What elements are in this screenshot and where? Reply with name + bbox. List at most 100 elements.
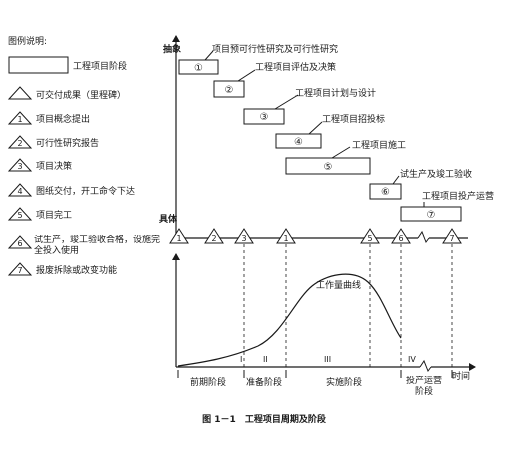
legend-item-text: 试生产，竣工验收合格，设施完全投入使用	[34, 235, 160, 256]
phase-leader	[331, 146, 351, 159]
phase-5: ⑤ 工程项目施工	[285, 139, 406, 175]
phase-label: 工程项目投产运营	[422, 190, 494, 202]
phase-box	[243, 108, 285, 125]
phase-leader	[274, 94, 299, 110]
legend-item-box: 工程项目阶段	[8, 56, 127, 74]
workload-curve-label: 工作量曲线	[316, 279, 361, 291]
break-mark	[419, 359, 432, 373]
phase-4: ④ 工程项目招投标	[275, 113, 385, 149]
legend-item-4: 4 图纸交付，开工命令下达	[7, 183, 135, 197]
period-label-early: 前期阶段	[190, 376, 226, 388]
legend: 图例说明: 工程项目阶段 可交付成果（里程碑） 1 项目概念提出 2 可行性研究…	[7, 35, 160, 276]
phase-1: ① 项目预可行性研究及可行性研究	[178, 43, 338, 75]
legend-symbol: 4	[18, 187, 23, 196]
period-label-operation-wrap: 投产运营阶段	[405, 376, 442, 397]
phase-leader	[308, 121, 323, 135]
phase-label: 工程项目招投标	[322, 113, 385, 125]
legend-item-text-wrap: 试生产，竣工验收合格，设施完全投入使用	[34, 235, 160, 256]
phase-box	[369, 183, 402, 200]
figure-caption: 图 1－1 工程项目周期及阶段	[202, 413, 327, 425]
axis-label-abstract-1: 抽象	[163, 43, 181, 55]
phase-3: ③ 工程项目计划与设计	[243, 87, 376, 125]
legend-item-2: 2 可行性研究报告	[7, 135, 99, 149]
milestone-triangle-icon	[7, 111, 33, 125]
milestone-number: 1	[284, 234, 289, 243]
milestone-3: 3	[234, 228, 254, 244]
phase-box	[285, 157, 371, 175]
phase-label: 工程项目计划与设计	[295, 87, 376, 99]
phase-6: ⑥ 试生产及竣工验收	[369, 168, 472, 200]
phase-box	[213, 80, 245, 98]
milestone-5: 5	[360, 228, 380, 244]
axis-label-concrete: 具体	[158, 213, 178, 225]
milestone-2: 2	[204, 228, 224, 244]
phase-box	[178, 59, 219, 75]
period-numeral: III	[324, 355, 331, 364]
phase-number: ⑦	[427, 210, 436, 221]
legend-item-6: 6 试生产，竣工验收合格，设施完全投入使用	[7, 235, 160, 256]
phase-number: ②	[225, 85, 234, 96]
legend-item-text: 可行性研究报告	[36, 137, 99, 149]
period-label-implementation: 实施阶段	[326, 376, 362, 388]
legend-item-1: 1 项目概念提出	[7, 111, 90, 125]
legend-symbol: 6	[18, 239, 23, 248]
milestone-triangle-icon	[7, 183, 33, 197]
period-label-operation: 投产运营阶段	[405, 376, 442, 397]
legend-item-7: 7 报废拆除或改变功能	[7, 262, 117, 276]
legend-item-5: 5 项目完工	[7, 207, 72, 221]
milestone-1a: 1	[169, 228, 189, 244]
phase-number: ④	[294, 137, 303, 148]
legend-item-text: 报废拆除或改变功能	[36, 264, 117, 276]
phase-box-icon	[8, 56, 69, 74]
legend-symbol: 5	[18, 211, 23, 220]
phase-7: ⑦ 工程项目投产运营	[400, 190, 494, 222]
legend-symbol: 7	[18, 266, 23, 275]
milestone-triangle-icon	[7, 158, 33, 172]
milestone-number: 5	[368, 234, 373, 243]
period-label-preparation: 准备阶段	[246, 376, 282, 388]
phase-leader	[204, 50, 214, 61]
legend-item-text: 可交付成果（里程碑）	[36, 89, 126, 101]
workload-curve	[177, 273, 402, 367]
legend-symbol: 2	[18, 139, 23, 148]
phase-2: ② 工程项目评估及决策	[213, 61, 336, 98]
milestone-number: 1	[177, 234, 182, 243]
milestones: 1 2 3 1 5 6 7	[169, 228, 462, 367]
milestone-1b: 1	[276, 228, 296, 244]
milestone-number: 2	[212, 234, 217, 243]
milestone-triangle-icon	[7, 235, 33, 249]
legend-symbol: 3	[18, 162, 23, 171]
time-axis-label: 时间	[452, 370, 470, 382]
upper-vertical-axis: 抽象 具体	[158, 35, 181, 238]
phase-label: 工程项目施工	[352, 139, 406, 151]
legend-item-text: 工程项目阶段	[73, 60, 127, 72]
legend-item-text: 项目决策	[36, 160, 72, 172]
legend-symbol: 1	[18, 115, 23, 124]
milestone-number: 6	[399, 234, 404, 243]
period-numeral: I	[240, 355, 242, 364]
period-numeral: II	[263, 355, 268, 364]
phase-box	[275, 133, 322, 149]
milestone-triangle-icon	[7, 86, 33, 100]
period-numeral: IV	[408, 355, 416, 364]
phase-label: 工程项目评估及决策	[255, 61, 336, 73]
legend-item-text: 图纸交付，开工命令下达	[36, 185, 135, 197]
phase-number: ⑤	[324, 162, 333, 173]
phase-leader	[237, 69, 256, 82]
legend-item-milestone: 可交付成果（里程碑）	[7, 86, 126, 101]
phase-leader	[392, 175, 400, 185]
phase-box	[400, 206, 462, 222]
break-mark	[417, 230, 430, 244]
milestone-triangle-icon	[7, 207, 33, 221]
milestone-triangle-icon	[7, 135, 33, 149]
milestone-number: 7	[450, 234, 455, 243]
milestone-7: 7	[442, 228, 462, 244]
phase-number: ③	[260, 112, 269, 123]
phase-label: 试生产及竣工验收	[400, 168, 472, 180]
milestone-triangle-icon	[7, 262, 33, 276]
phase-number: ①	[194, 63, 203, 74]
workload-chart: 工作量曲线 I II III IV 前期阶段 准备阶段 实施阶段 投产运营阶段 …	[172, 253, 476, 397]
milestone-6: 6	[391, 228, 411, 244]
phase-number: ⑥	[381, 187, 390, 198]
